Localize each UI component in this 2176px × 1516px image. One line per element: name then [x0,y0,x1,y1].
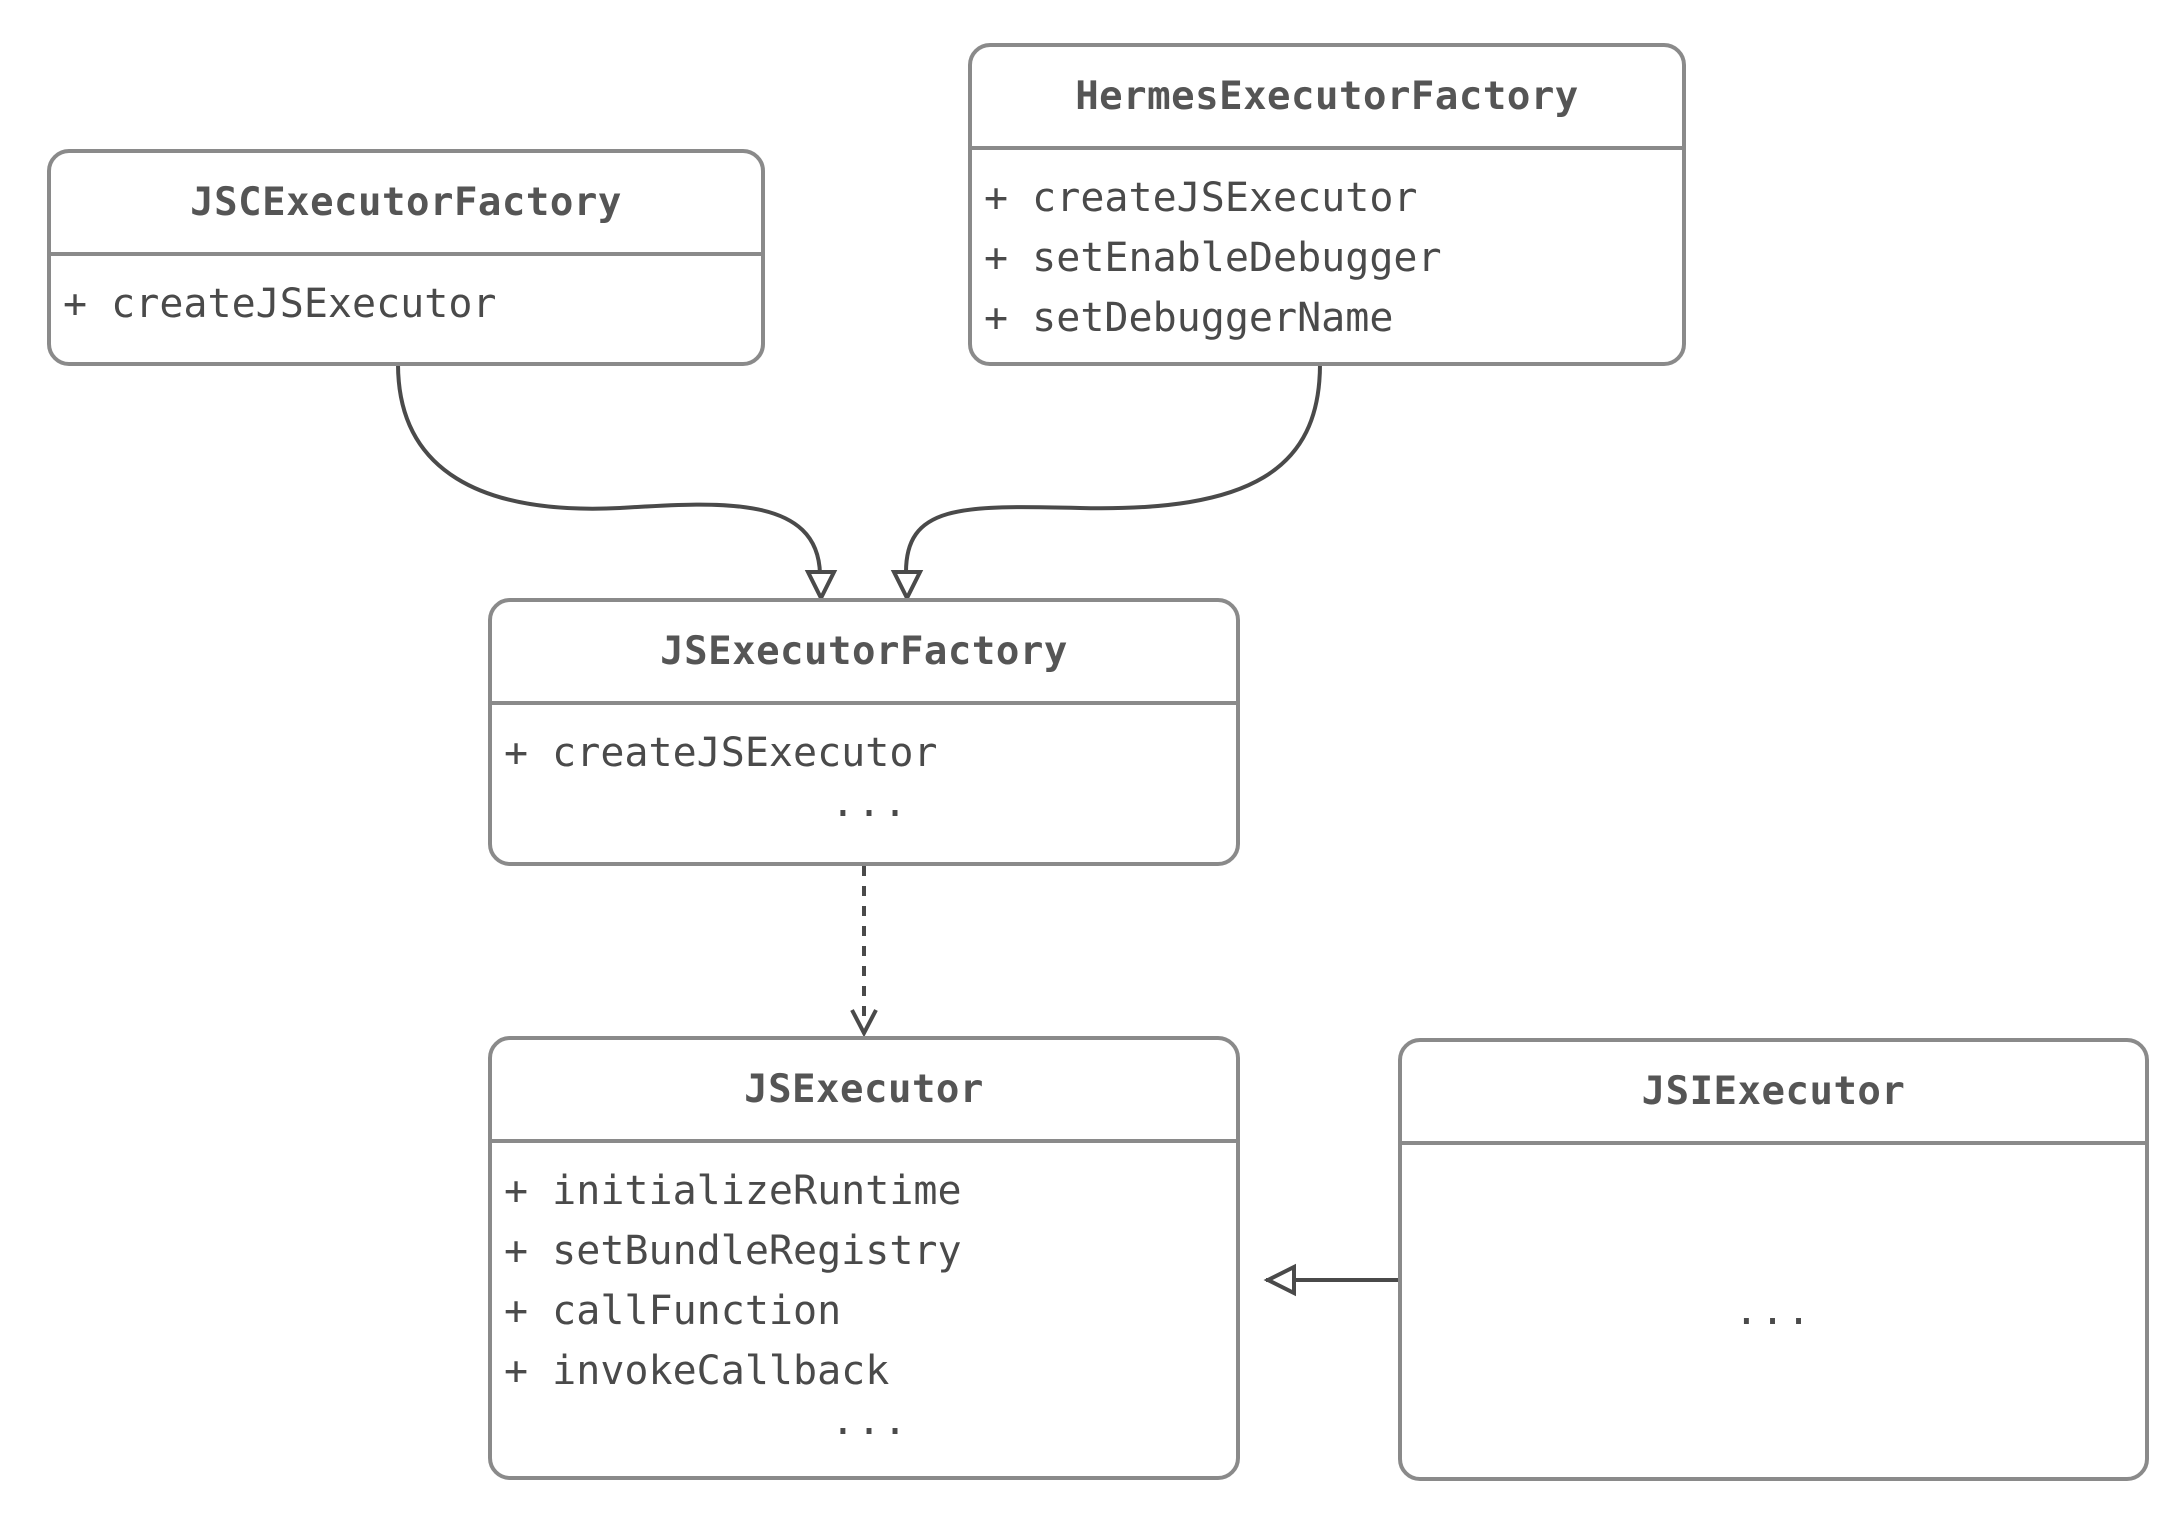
member-create-js-executor: + createJSExecutor [63,281,497,327]
class-members: + createJSExecutor [51,256,761,362]
member-create-js-executor: + createJSExecutor [504,730,938,776]
class-title: JSExecutor [492,1040,1236,1143]
more-members-ellipsis: ... [830,1398,910,1444]
member-call-function: + callFunction [504,1288,842,1334]
member-set-enable-debugger: + setEnableDebugger [984,235,1442,281]
member-set-debugger-name: + setDebuggerName [984,295,1394,341]
member-set-bundle-registry: + setBundleRegistry [504,1228,962,1274]
class-hermes-executor-factory[interactable]: HermesExecutorFactory + createJSExecutor… [968,43,1686,366]
edge-hermes-to-factory [903,363,1322,575]
arrowhead-hermes-generalization [890,570,924,603]
class-title: JSIExecutor [1402,1042,2145,1145]
class-title: HermesExecutorFactory [972,47,1682,150]
member-initialize-runtime: + initializeRuntime [504,1168,962,1214]
edge-jsc-to-factory [396,363,822,575]
member-create-js-executor: + createJSExecutor [984,175,1418,221]
class-title: JSExecutorFactory [492,602,1236,705]
class-members: + createJSExecutor ... [492,705,1236,862]
more-members-ellipsis: ... [830,780,910,826]
class-members: + initializeRuntime + setBundleRegistry … [492,1143,1236,1476]
member-invoke-callback: + invokeCallback [504,1348,890,1394]
arrowhead-jsi-generalization [1263,1263,1296,1297]
class-jsc-executor-factory[interactable]: JSCExecutorFactory + createJSExecutor [47,149,765,366]
arrowhead-dependency [850,1009,878,1038]
more-members-ellipsis: ... [1734,1288,1813,1334]
arrowhead-jsc-generalization [804,570,838,603]
class-title: JSCExecutorFactory [51,153,761,256]
class-members: + createJSExecutor + setEnableDebugger +… [972,150,1682,362]
class-js-executor-factory[interactable]: JSExecutorFactory + createJSExecutor ... [488,598,1240,866]
class-js-executor[interactable]: JSExecutor + initializeRuntime + setBund… [488,1036,1240,1480]
class-members: ... [1402,1145,2145,1477]
class-jsi-executor[interactable]: JSIExecutor ... [1398,1038,2149,1481]
